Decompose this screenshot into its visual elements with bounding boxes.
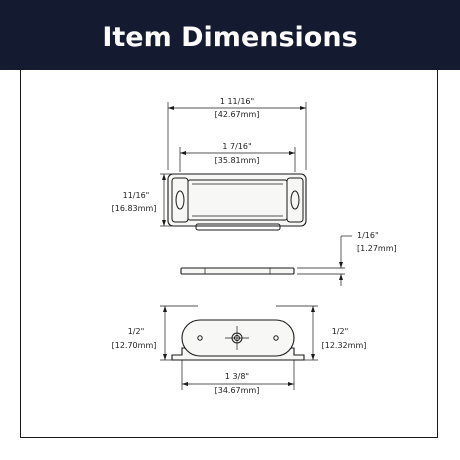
thickness-dimension: 1/16" [1.27mm] <box>297 231 397 286</box>
thickness-metric: [1.27mm] <box>357 244 397 253</box>
inner-length-metric: [35.81mm] <box>215 156 260 165</box>
strike-plate-front-view <box>171 319 305 361</box>
left-height-dimension: 1/2" [12.70mm] <box>112 305 198 361</box>
overall-length-dimension: 1 11/16" [42.67mm] <box>167 97 307 170</box>
inner-length-imperial: 1 7/16" <box>222 142 251 151</box>
height-metric: [16.83mm] <box>112 204 157 213</box>
header-bar <box>0 0 460 70</box>
right-height-imperial: 1/2" <box>332 327 349 336</box>
right-height-metric: [12.32mm] <box>322 341 367 350</box>
page-title: Item Dimensions <box>102 22 358 53</box>
plate-length-metric: [34.67mm] <box>215 386 260 395</box>
plate-length-dimension: 1 3/8" [34.67mm] <box>181 360 295 395</box>
height-dimension: 11/16" [16.83mm] <box>112 173 172 227</box>
catch-top-view <box>167 173 307 231</box>
left-height-metric: [12.70mm] <box>112 341 157 350</box>
drawing-frame <box>20 68 438 438</box>
overall-length-imperial: 1 11/16" <box>220 97 254 106</box>
plate-length-imperial: 1 3/8" <box>225 372 249 381</box>
left-height-imperial: 1/2" <box>128 327 145 336</box>
thickness-imperial: 1/16" <box>357 231 379 240</box>
strike-plate-side-view <box>180 267 295 275</box>
right-height-dimension: 1/2" [12.32mm] <box>276 305 367 361</box>
height-imperial: 11/16" <box>123 191 150 200</box>
inner-length-dimension: 1 7/16" [35.81mm] <box>179 142 296 172</box>
overall-length-metric: [42.67mm] <box>215 110 260 119</box>
